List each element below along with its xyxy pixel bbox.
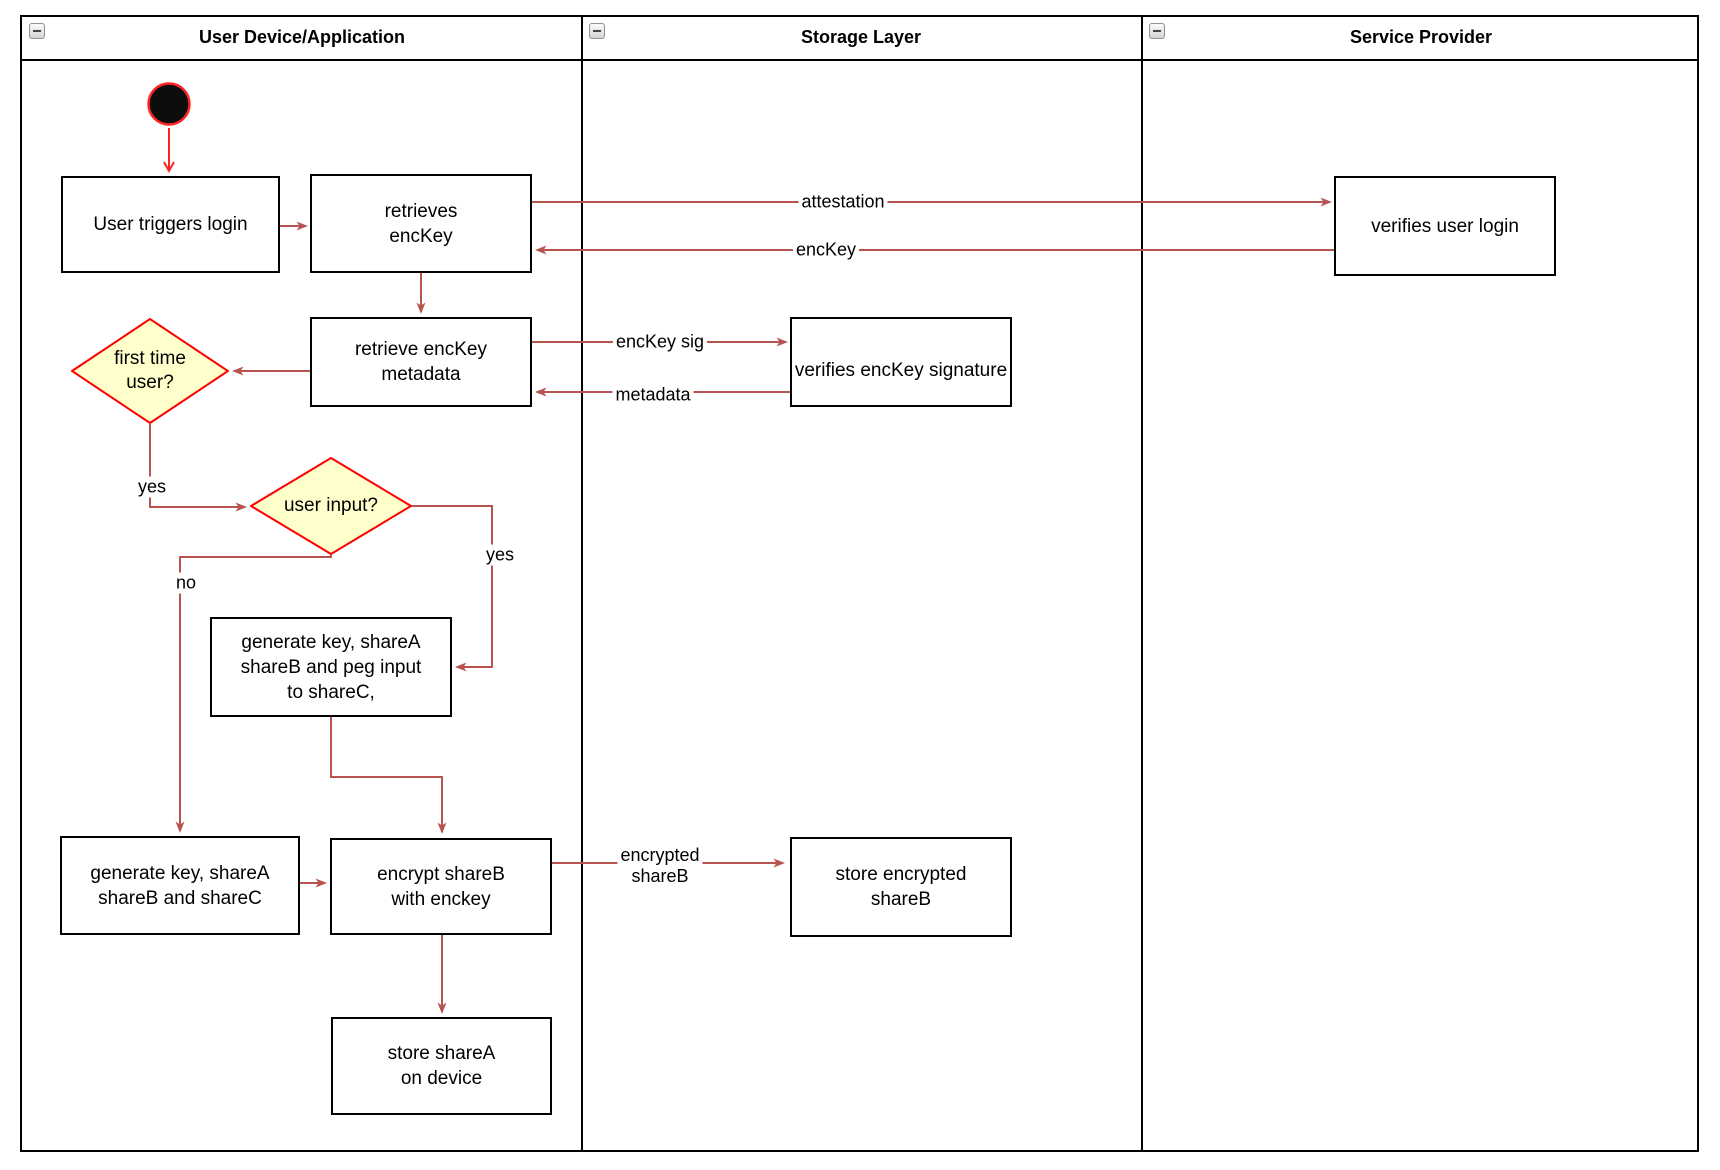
node-retrieves-enckey[interactable]: retrieves encKey [310, 174, 532, 273]
node-label: with enckey [391, 888, 491, 910]
node-label: store encrypted [835, 864, 967, 885]
node-label: generate key, shareA [241, 631, 421, 653]
collapse-icon[interactable] [589, 23, 605, 39]
edge-label-yes-first-time: yes [134, 476, 170, 498]
edge-label-attestation: attestation [798, 191, 888, 213]
node-label: to shareC, [287, 681, 375, 703]
decision-user-input[interactable]: user input? [250, 457, 412, 555]
edge-label-enckey: encKey [792, 239, 860, 261]
minus-icon [1153, 30, 1161, 32]
node-label: retrieve encKey [354, 339, 487, 360]
swimlane-header-row [22, 17, 1697, 61]
edge-label-line: shareB [631, 866, 689, 886]
edge-label-yes-user-input: yes [482, 544, 518, 566]
collapse-icon[interactable] [29, 23, 45, 39]
decision-first-time-user[interactable]: first time user? [71, 318, 229, 424]
lane-title-service-provider[interactable]: Service Provider [1349, 27, 1493, 47]
node-label: generate key, shareA [90, 862, 270, 884]
edge-userinput-yes [412, 505, 493, 672]
node-label: encKey [389, 225, 453, 247]
edge-label-line: encrypted [620, 845, 700, 865]
node-store-sharea[interactable]: store shareA on device [331, 1017, 552, 1115]
node-label: retrieves [384, 200, 458, 222]
node-generate-key-peg-input[interactable]: generate key, shareA shareB and peg inpu… [210, 617, 452, 717]
node-label: encrypt shareB [377, 863, 505, 885]
node-label: shareB [870, 889, 932, 910]
node-verifies-user-login[interactable]: verifies user login [1334, 176, 1556, 276]
lane-title-storage-layer[interactable]: Storage Layer [800, 27, 922, 47]
decision-label: user? [126, 372, 174, 393]
lane-divider [1141, 17, 1143, 1150]
node-store-encrypted-shareb[interactable]: store encrypted shareB [790, 837, 1012, 937]
lane-title-user-device[interactable]: User Device/Application [198, 27, 406, 47]
minus-icon [593, 30, 601, 32]
start-node[interactable] [146, 81, 192, 127]
collapse-icon[interactable] [1149, 23, 1165, 39]
edge-userinput-no [175, 555, 332, 833]
edge-label-no-user-input: no [172, 572, 200, 594]
lane-divider [581, 17, 583, 1150]
edge-firsttime-yes [149, 424, 247, 512]
node-label: verifies encKey signature [794, 360, 1008, 381]
node-label: shareB and shareC [98, 887, 262, 909]
decision-label: user input? [283, 495, 378, 516]
minus-icon [33, 30, 41, 32]
node-generate-key-sharec[interactable]: generate key, shareA shareB and shareC [60, 836, 300, 935]
node-encrypt-shareb[interactable]: encrypt shareB with enckey [330, 838, 552, 935]
node-label: metadata [381, 364, 461, 385]
edge-peg-to-encrypt [330, 717, 447, 834]
node-label: User triggers login [93, 214, 248, 235]
edge-label-metadata: metadata [612, 384, 694, 406]
node-label: on device [400, 1068, 483, 1089]
node-user-triggers-login[interactable]: User triggers login [61, 176, 280, 273]
node-verifies-enckey-signature[interactable]: verifies encKey signature [790, 317, 1012, 407]
node-label: verifies user login [1371, 215, 1519, 237]
node-label: shareB and peg input [240, 656, 422, 678]
edge-label-enckey-sig: encKey sig [612, 331, 708, 353]
decision-label: first time [114, 348, 186, 369]
node-label: store shareA [387, 1043, 496, 1064]
node-retrieve-enckey-metadata[interactable]: retrieve encKey metadata [310, 317, 532, 407]
